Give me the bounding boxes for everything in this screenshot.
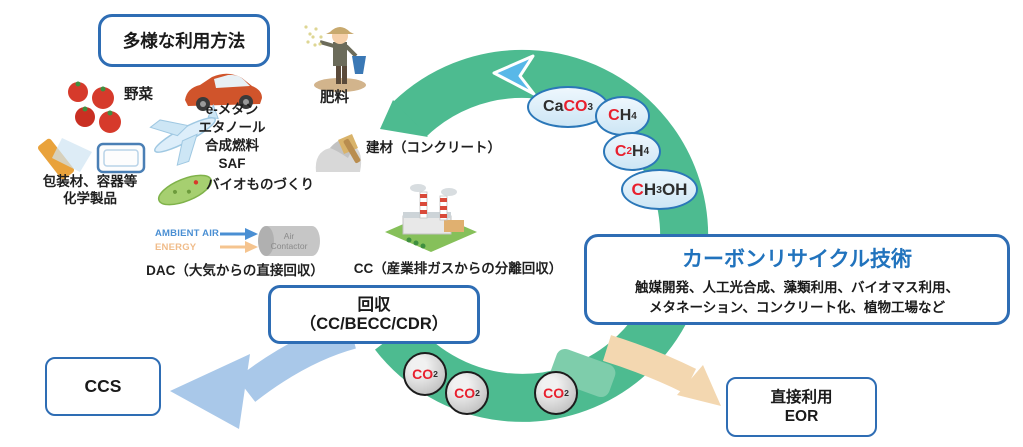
car-icon [185, 73, 262, 111]
dac-air-arrow [220, 228, 258, 240]
fertilizer-label: 肥料 [320, 90, 349, 106]
eor-arrow [602, 335, 721, 406]
ccs-arrow [170, 319, 357, 429]
algae-icon [157, 174, 213, 206]
cement-icon [315, 134, 362, 172]
air-contactor-cylinder [258, 226, 320, 256]
energy-label: ENERGY [155, 242, 197, 253]
cc-label: CC（産業排ガスからの分離回収） [353, 261, 563, 276]
tech-box: カーボンリサイクル技術 触媒開発、人工光合成、藻類利用、バイオマス利用、 メタネ… [584, 234, 1010, 325]
building-material-label: 建材（コンクリート） [366, 140, 501, 155]
tech-box-title: カーボンリサイクル技術 [682, 248, 912, 271]
usage-methods-title-box: 多様な利用方法 [98, 14, 270, 67]
recovery-box: 回収 （CC/BECC/CDR） [268, 285, 480, 344]
vegetables-label: 野菜 [124, 87, 153, 103]
packaging-label: 包装材、容器等 化学製品 [42, 174, 138, 206]
bio-label: バイオものづくり [206, 177, 314, 192]
cycle-direction-arrow-icon [492, 54, 536, 96]
tomato-icon [68, 81, 121, 133]
efuel-label: e-メタン エタノール 合成燃料 SAF [198, 102, 266, 171]
farmer-icon [304, 25, 366, 92]
packaging-icon [37, 138, 146, 180]
tech-box-body-line1: 触媒開発、人工光合成、藻類利用、バイオマス利用、 [635, 280, 959, 295]
airplane-icon [149, 103, 219, 166]
eor-box: 直接利用 EOR [726, 377, 877, 437]
factory-icon [385, 184, 477, 252]
dac-label: DAC（大気からの直接回収） [146, 263, 324, 278]
tech-box-body-line2: メタネーション、コンクリート化、植物工場など [649, 300, 945, 315]
ccs-box: CCS [45, 357, 161, 416]
dac-energy-arrow [220, 241, 258, 253]
ambient-air-label: AMBIENT AIR [155, 228, 220, 239]
air-contactor-label: Air Contactor [270, 231, 308, 251]
